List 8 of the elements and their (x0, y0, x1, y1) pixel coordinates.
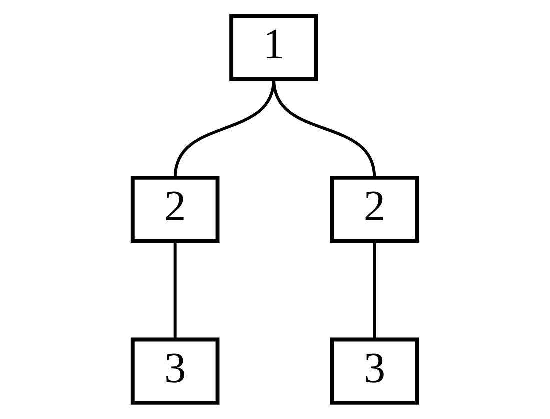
node-box: 2 (330, 176, 420, 244)
connector (373, 241, 376, 340)
node-box: 3 (130, 338, 220, 405)
connector (272, 79, 376, 178)
connector (174, 241, 177, 340)
node-box: 1 (230, 14, 318, 82)
node-box: 3 (330, 338, 420, 405)
node-box: 2 (130, 176, 220, 244)
